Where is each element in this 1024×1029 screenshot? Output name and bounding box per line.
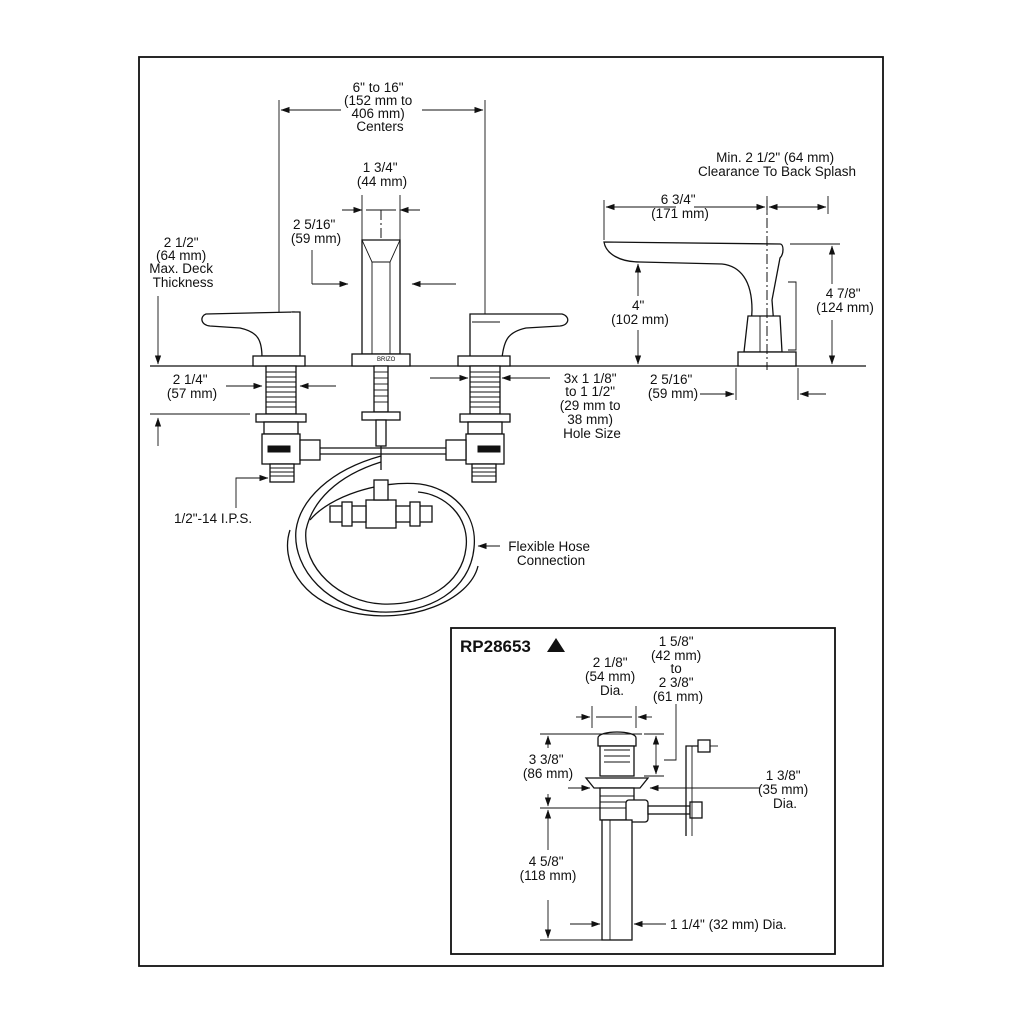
label-hole-size: 3x 1 1/8" to 1 1/2" (29 mm to 38 mm) Hol… (560, 371, 625, 441)
drain-inset: RP28653 (450, 627, 836, 955)
label-centers: 6" to 16" (152 mm to 406 mm) Centers (344, 80, 416, 134)
dimension-labels: 6" to 16" (152 mm to 406 mm) Centers 1 3… (149, 80, 874, 568)
dimension-lines (150, 106, 840, 550)
label-lift: 1 5/8" (42 mm) to 2 3/8" (61 mm) (651, 634, 705, 704)
spout-side (603, 200, 797, 370)
left-handle (201, 311, 306, 367)
spout-front: BRIZO (351, 239, 411, 367)
label-back-splash: Min. 2 1/2" (64 mm) Clearance To Back Sp… (698, 150, 856, 179)
warning-triangle-icon (547, 638, 565, 652)
label-hose: Flexible Hose Connection (508, 539, 594, 568)
label-base-depth: 2 5/16" (59 mm) (648, 372, 698, 401)
label-spout-width: 1 3/4" (44 mm) (357, 160, 407, 189)
spout-shank (361, 365, 401, 447)
label-lower-height: 4 5/8" (118 mm) (520, 854, 577, 883)
faucet-assembly: BRIZO (150, 100, 866, 617)
flexible-hose (286, 439, 479, 617)
label-body-dia: 1 3/8" (35 mm) Dia. (758, 768, 812, 811)
label-spout-depth: 2 5/16" (59 mm) (291, 217, 341, 246)
label-spout-height: 4 7/8" (124 mm) (816, 286, 874, 315)
left-valve-body (255, 365, 307, 483)
label-upper-height: 3 3/8" (86 mm) (523, 752, 573, 781)
label-tail-dia: 1 1/4" (32 mm) Dia. (670, 917, 787, 932)
label-cap-dia: 2 1/8" (54 mm) Dia. (585, 655, 639, 698)
drain-model-title: RP28653 (460, 637, 531, 656)
label-thread: 1/2"-14 I.P.S. (174, 511, 252, 526)
label-outlet-height: 4" (102 mm) (611, 298, 669, 327)
drain-body (584, 731, 718, 941)
right-valve-body (459, 365, 511, 483)
outer-frame (138, 56, 884, 967)
right-handle (457, 313, 569, 367)
label-shank-width: 2 1/4" (57 mm) (167, 372, 217, 401)
drain-inset-frame (450, 627, 836, 955)
label-spout-reach: 6 3/4" (171 mm) (651, 192, 709, 221)
label-deck-thickness: 2 1/2" (64 mm) Max. Deck Thickness (149, 235, 217, 290)
svg-text:BRIZO: BRIZO (377, 357, 396, 363)
